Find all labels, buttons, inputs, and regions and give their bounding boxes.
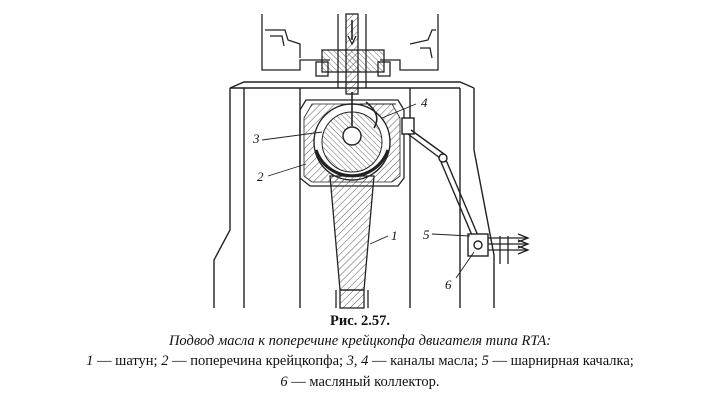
label-2: 2: [257, 169, 264, 184]
legend-text-3: — каналы масла;: [368, 353, 482, 369]
figure-caption: Рис. 2.57. Подвод масла к поперечине кре…: [0, 312, 720, 393]
connecting-rod: [329, 175, 375, 309]
oil-collector-pipes: [488, 233, 530, 264]
oil-channels: [351, 92, 396, 129]
label-6: 6: [445, 277, 452, 292]
figure-title: Подвод масла к поперечине крейцкопфа дви…: [168, 333, 552, 349]
legend-text-1: — шатун;: [93, 353, 162, 369]
label-1: 1: [391, 228, 398, 243]
legend-text-4: — шарнирная качалка;: [488, 353, 634, 369]
crosshead-oil-supply-drawing: 1 2 3 4 5 6: [213, 13, 530, 309]
legend-num-1: 1: [86, 353, 94, 369]
leader-lines: [261, 103, 475, 279]
legend-num-2: 2: [161, 353, 169, 369]
legend-line-2: 6 — масляный коллектор.: [0, 372, 720, 393]
legend-num-6: 6: [280, 374, 288, 390]
legend-num-5: 5: [481, 353, 489, 369]
legend-line-1: 1 — шатун; 2 — поперечина крейцкопфа; 3,…: [0, 351, 720, 372]
hinged-rocker: [401, 117, 489, 257]
legend-num-3: 3: [346, 353, 354, 369]
legend-text-2: — поперечина крейцкопфа;: [168, 353, 347, 369]
legend-text-5: — масляный коллектор.: [287, 374, 440, 390]
legend-sep: ,: [353, 353, 362, 369]
label-5: 5: [423, 227, 430, 242]
label-3: 3: [252, 131, 260, 146]
crosshead-pin: [313, 103, 391, 181]
label-4: 4: [421, 95, 428, 110]
legend-num-4: 4: [361, 353, 369, 369]
figure-number: Рис. 2.57.: [330, 313, 390, 329]
